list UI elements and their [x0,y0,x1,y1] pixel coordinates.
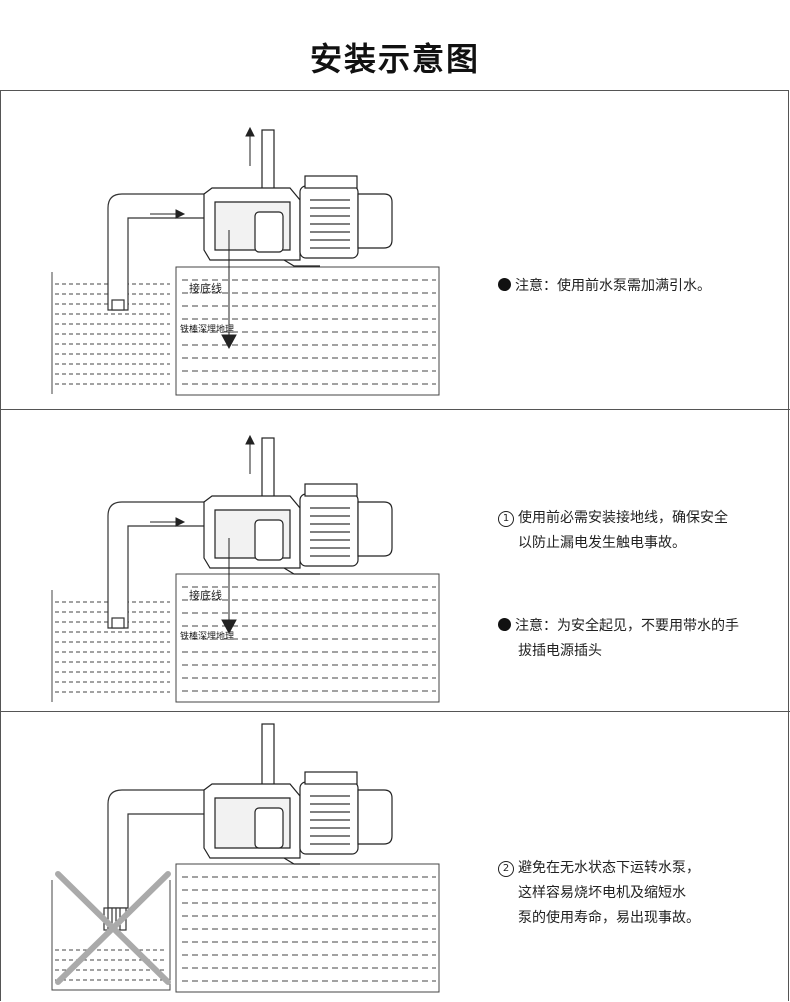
flow-arrow [150,434,255,527]
pump-body [203,129,393,267]
note: 注意：使用前水泵需加满引水。 [498,274,711,299]
suction-pipe [107,501,206,629]
panel-divider [0,409,790,410]
pump-body [203,723,393,865]
bullet-icon [498,618,511,631]
ground-wire-label: 接底线 [189,589,222,602]
ground-block [175,573,440,703]
pump-installation-illustration [51,434,440,703]
note-text: 泵的使用寿命，易出现事故。 [518,910,700,926]
prohibited-cross-icon [55,871,171,985]
note-text: 避免在无水状态下运转水泵， [518,860,700,876]
diagram-frame [0,90,789,1001]
pump-installation-illustration [51,126,440,396]
note-text: 注意：为安全起见，不要用带水的手 [515,618,739,634]
marker-1: 1 [498,511,514,527]
panel-divider [0,711,790,712]
note-text: 以防止漏电发生触电事故。 [518,535,686,551]
panel-1: 接底线 铁棒深埋地理 注意：使用前水泵需加满引水。 [0,90,790,409]
bullet-icon [498,278,511,291]
ground-block [175,266,440,396]
note-text: 这样容易烧坏电机及缩短水 [518,885,686,901]
ground-rod-label: 铁棒深埋地理 [180,632,235,642]
note-text: 使用前必需安装接地线，确保安全 [518,510,728,526]
page-title: 安装示意图 [309,40,480,78]
ground-rod-label: 铁棒深埋地理 [180,325,235,335]
marker-2: 2 [498,861,514,877]
suction-pipe [107,193,206,311]
ground-wire [221,230,237,350]
pump-body [203,437,393,575]
pump-installation-illustration [51,723,440,993]
ground-block [175,863,440,993]
note: 注意：为安全起见，不要用带水的手 拔插电源插头 [498,614,739,664]
flow-arrow [150,126,255,219]
ground-wire [221,538,237,635]
note-text: 注意：使用前水泵需加满引水。 [515,278,711,294]
note-text: 拔插电源插头 [518,643,602,659]
ground-wire-label: 接底线 [189,282,222,295]
